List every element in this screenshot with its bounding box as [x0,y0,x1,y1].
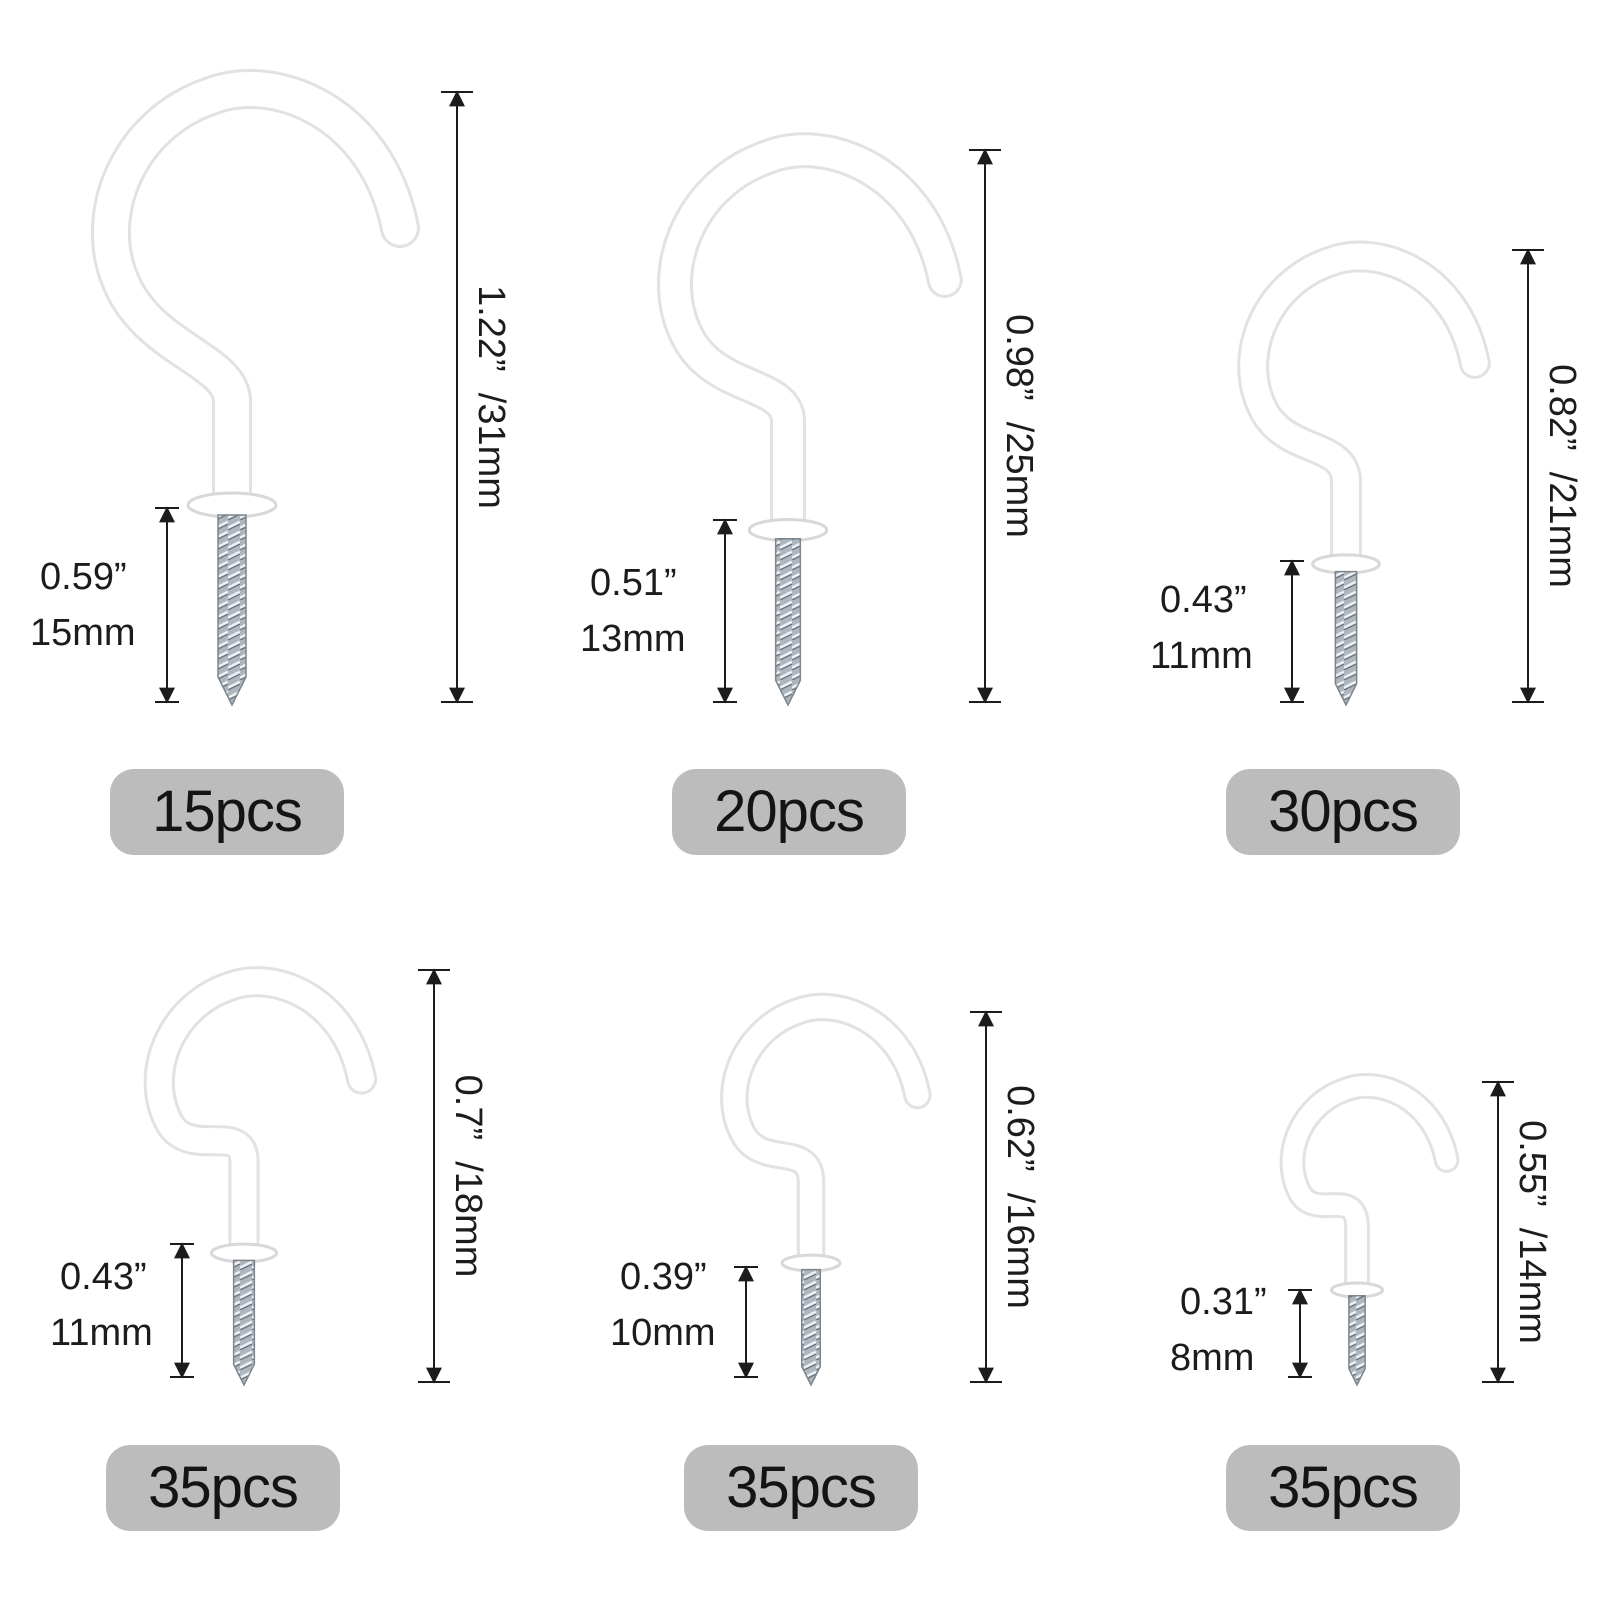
thread-length-inch-label: 0.31” [1180,1281,1267,1323]
hook-3 [1237,240,1544,707]
screw-thread [1348,1295,1366,1387]
hook-body [1282,1076,1457,1300]
hook-collar [780,1253,842,1273]
quantity-badge: 30pcs [1226,769,1460,855]
hook-6 [1279,1073,1514,1387]
thread-length-mm-label: 11mm [50,1312,153,1354]
quantity-badge: 35pcs [684,1445,918,1531]
overall-height-label: 1.22” /31mm [470,285,512,509]
hook-collar [747,517,829,543]
hook-collar [186,491,278,519]
thread-length-mm-label: 8mm [1170,1337,1255,1379]
thread-length-inch-label: 0.43” [1160,579,1247,621]
hook-body [723,995,929,1275]
overall-height-label: 0.55” /14mm [1511,1120,1553,1344]
hook-1 [90,69,473,707]
screw-thread [774,538,802,707]
thread-length-inch-label: 0.39” [620,1256,707,1298]
hook-5 [720,992,1002,1387]
hook-collar [1329,1281,1385,1299]
thread-length-mm-label: 15mm [30,612,136,654]
quantity-badge: 35pcs [1226,1445,1460,1531]
overall-height-label: 0.98” /25mm [998,314,1040,538]
screw-thread [217,514,247,707]
thread-length-inch-label: 0.51” [590,562,677,604]
overall-height-label: 0.62” /16mm [999,1085,1041,1309]
hook-collar [209,1242,279,1264]
hook-body [93,72,417,522]
thread-length-mm-label: 10mm [610,1312,716,1354]
screw-thread [232,1259,256,1387]
hook-body [1240,243,1488,577]
thread-length-inch-label: 0.59” [40,556,127,598]
hook-body [146,969,375,1266]
hook-collar [1311,553,1381,575]
screw-thread [1334,570,1358,707]
quantity-badge: 15pcs [110,769,344,855]
hook-body [660,135,960,545]
quantity-badge: 20pcs [672,769,906,855]
thread-length-mm-label: 13mm [580,618,686,660]
hook-4 [143,966,450,1387]
hook-2 [657,132,1001,707]
overall-height-label: 0.7” /18mm [447,1074,489,1278]
quantity-badge: 35pcs [106,1445,340,1531]
thread-length-inch-label: 0.43” [60,1256,147,1298]
thread-length-mm-label: 11mm [1150,635,1253,677]
overall-height-label: 0.82” /21mm [1541,364,1583,588]
screw-thread [801,1268,821,1387]
